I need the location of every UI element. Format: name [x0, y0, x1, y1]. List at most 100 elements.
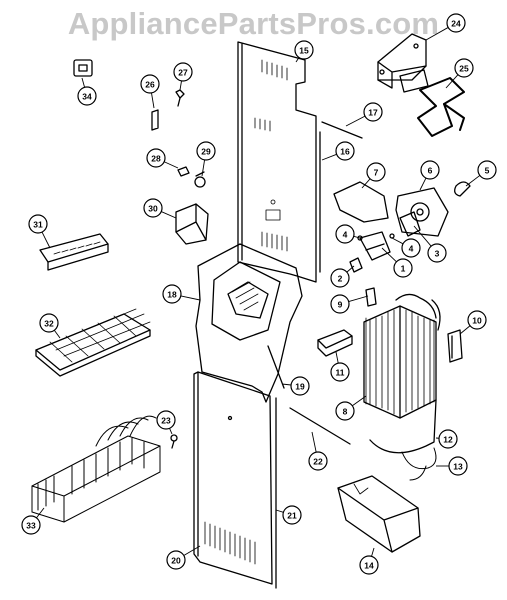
- part-25-wire-frame: [417, 77, 465, 137]
- callout-23: 23: [156, 410, 176, 430]
- callout-number: 25: [459, 64, 469, 74]
- callout-number: 14: [364, 561, 374, 571]
- leader-line: [345, 115, 366, 127]
- leader-line: [361, 178, 371, 189]
- callout-circle: [393, 258, 413, 278]
- callout-number: 33: [26, 521, 36, 531]
- callout-1: 1: [393, 258, 413, 278]
- part-4-screw-b: [389, 233, 395, 239]
- leader-line: [164, 161, 179, 169]
- part-11-block: [317, 329, 353, 357]
- part-17-strip: [321, 121, 363, 139]
- callout-number: 23: [161, 416, 171, 426]
- callout-circle: [166, 550, 186, 570]
- callout-circle: [359, 555, 379, 575]
- callout-16: 16: [335, 141, 355, 161]
- callout-14: 14: [359, 555, 379, 575]
- leader-line: [348, 295, 369, 302]
- leader-line: [419, 177, 427, 191]
- callout-circle: [467, 310, 487, 330]
- callout-circle: [156, 410, 176, 430]
- part-20-lower-panel: [193, 371, 273, 585]
- callout-circle: [420, 160, 440, 180]
- callout-number: 8: [343, 407, 348, 417]
- part-10-bracket: [447, 329, 463, 363]
- callout-34: 34: [77, 86, 97, 106]
- part-14-drain-pan: [337, 475, 421, 553]
- callout-18: 18: [162, 284, 182, 304]
- leader-line: [346, 265, 355, 273]
- leader-line: [353, 235, 361, 239]
- part-32-ice-tray: [39, 233, 109, 271]
- callout-circle: [77, 86, 97, 106]
- callout-9: 9: [330, 294, 350, 314]
- callout-20: 20: [166, 550, 186, 570]
- callout-circle: [173, 62, 193, 82]
- leader-line: [81, 77, 86, 88]
- callout-6: 6: [420, 160, 440, 180]
- callout-number: 4: [343, 230, 348, 240]
- callout-number: 16: [340, 147, 350, 157]
- leader-line: [371, 547, 375, 557]
- callout-26: 26: [140, 74, 160, 94]
- part-5-fan-blade: [454, 181, 471, 197]
- callout-circle: [330, 294, 350, 314]
- leader-line: [381, 247, 397, 263]
- callout-number: 22: [313, 457, 323, 467]
- callout-number: 27: [178, 68, 188, 78]
- callout-number: 2: [338, 274, 343, 284]
- callout-number: 28: [151, 154, 161, 164]
- callout-7: 7: [366, 162, 386, 182]
- part-8-evaporator: [363, 305, 437, 419]
- part-2-clip: [349, 257, 363, 273]
- callout-3: 3: [427, 243, 447, 263]
- callout-circle: [196, 141, 216, 161]
- leader-line: [465, 175, 481, 187]
- callout-33: 33: [21, 515, 41, 535]
- callout-25: 25: [454, 58, 474, 78]
- part-31-cover: [175, 203, 209, 245]
- callout-number: 32: [44, 319, 54, 329]
- part-6-fan-shroud: [395, 187, 449, 237]
- callout-circle: [366, 162, 386, 182]
- callout-circle: [454, 58, 474, 78]
- callout-circle: [446, 13, 466, 33]
- part-23-screw: [170, 434, 178, 449]
- callout-circle: [308, 451, 328, 471]
- callout-number: 9: [338, 300, 343, 310]
- leader-line: [311, 431, 317, 453]
- callout-number: 3: [435, 249, 440, 259]
- callout-2: 2: [330, 268, 350, 288]
- leader-line: [335, 351, 339, 364]
- callout-number: 20: [171, 556, 181, 566]
- callout-circle: [294, 40, 314, 60]
- callout-30: 30: [143, 198, 163, 218]
- leader-line: [169, 428, 173, 435]
- callout-number: 26: [145, 80, 155, 90]
- leader-line: [161, 211, 177, 219]
- callout-circle: [140, 74, 160, 94]
- leader-line: [321, 153, 337, 161]
- leader-line: [425, 27, 449, 41]
- part-1-bracket: [359, 231, 391, 261]
- callout-circle: [401, 238, 421, 258]
- callout-circle: [448, 456, 468, 476]
- leader-line: [281, 383, 292, 386]
- leader-line: [201, 159, 206, 177]
- callout-31: 31: [28, 214, 48, 234]
- part-15-upper-panel: [237, 41, 317, 283]
- part-29-grommet: [177, 166, 190, 177]
- leader-line: [413, 225, 432, 247]
- callout-circle: [363, 102, 383, 122]
- callout-21: 21: [282, 505, 302, 525]
- callout-circle: [330, 268, 350, 288]
- part-12-heater: [369, 293, 441, 454]
- callout-number: 1: [401, 264, 406, 274]
- callout-circle: [335, 224, 355, 244]
- callout-number: 31: [33, 220, 43, 230]
- callout-number: 17: [368, 108, 378, 118]
- leader-line: [183, 545, 201, 556]
- callout-10: 10: [467, 310, 487, 330]
- callout-number: 6: [428, 166, 433, 176]
